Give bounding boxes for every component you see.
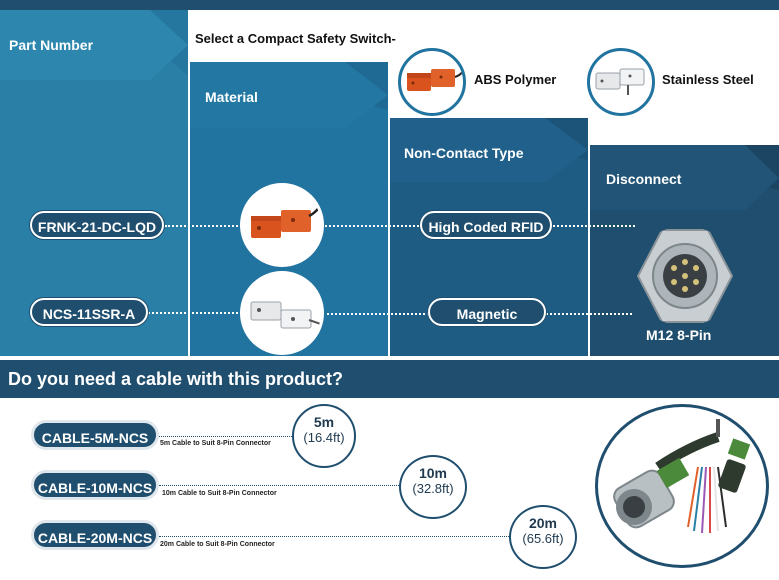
abs-polymer-image (398, 48, 466, 116)
row2-connector-b (322, 313, 429, 315)
type-magnetic[interactable]: Magnetic (428, 298, 546, 326)
cable-20m-dots (159, 536, 509, 537)
top-bar (0, 0, 779, 10)
length-20m-ft: (65.6ft) (522, 531, 564, 546)
cable-section-title: Do you need a cable with this product? (8, 369, 344, 389)
cable-20m-pill[interactable]: CABLE-20M-NCS (31, 520, 159, 550)
page-title: Select a Compact Safety Switch- (195, 31, 396, 46)
length-20m-circle: 20m (65.6ft) (509, 505, 577, 569)
length-5m-ft: (16.4ft) (303, 430, 345, 445)
cable-5m-note: 5m Cable to Suit 8-Pin Connector (160, 440, 271, 447)
abs-polymer-label: ABS Polymer (474, 72, 557, 87)
length-10m-circle: 10m (32.8ft) (399, 455, 467, 519)
row2-connector-c (546, 313, 632, 315)
length-20m: 20m (528, 515, 558, 531)
m12-label: M12 8-Pin (646, 327, 712, 343)
cable-product-image (595, 404, 769, 568)
row1-connector-c (553, 225, 635, 227)
steel-switch-image (240, 271, 324, 355)
cable-10m-dots (159, 485, 399, 486)
cable-title-bar (0, 360, 779, 398)
cable-10m-note: 10m Cable to Suit 8-Pin Connector (162, 490, 277, 497)
length-5m-circle: 5m (16.4ft) (292, 404, 356, 468)
type-high-coded-rfid[interactable]: High Coded RFID (420, 211, 552, 239)
cable-20m-note: 20m Cable to Suit 8-Pin Connector (160, 541, 275, 548)
cable-5m-dots (159, 436, 294, 437)
orange-switch-image (240, 183, 324, 267)
cable-10m-pill[interactable]: CABLE-10M-NCS (31, 470, 159, 500)
m12-connector-image (632, 226, 738, 326)
non-contact-type-header: Non-Contact Type (404, 145, 524, 161)
length-5m: 5m (313, 414, 335, 430)
length-10m: 10m (418, 465, 448, 481)
material-header: Material (205, 89, 258, 105)
stainless-steel-label: Stainless Steel (662, 72, 754, 87)
cable-5m-pill[interactable]: CABLE-5M-NCS (31, 420, 159, 450)
disconnect-header: Disconnect (606, 171, 682, 187)
part-frnk-21-dc-lqd[interactable]: FRNK-21-DC-LQD (30, 211, 164, 239)
stainless-steel-image (587, 48, 655, 116)
row1-connector-a (165, 225, 242, 227)
row1-connector-b (322, 225, 422, 227)
part-ncs-11ssr-a[interactable]: NCS-11SSR-A (30, 298, 148, 326)
part-number-header: Part Number (9, 37, 94, 53)
length-10m-ft: (32.8ft) (412, 481, 454, 496)
row2-connector-a (148, 312, 242, 314)
